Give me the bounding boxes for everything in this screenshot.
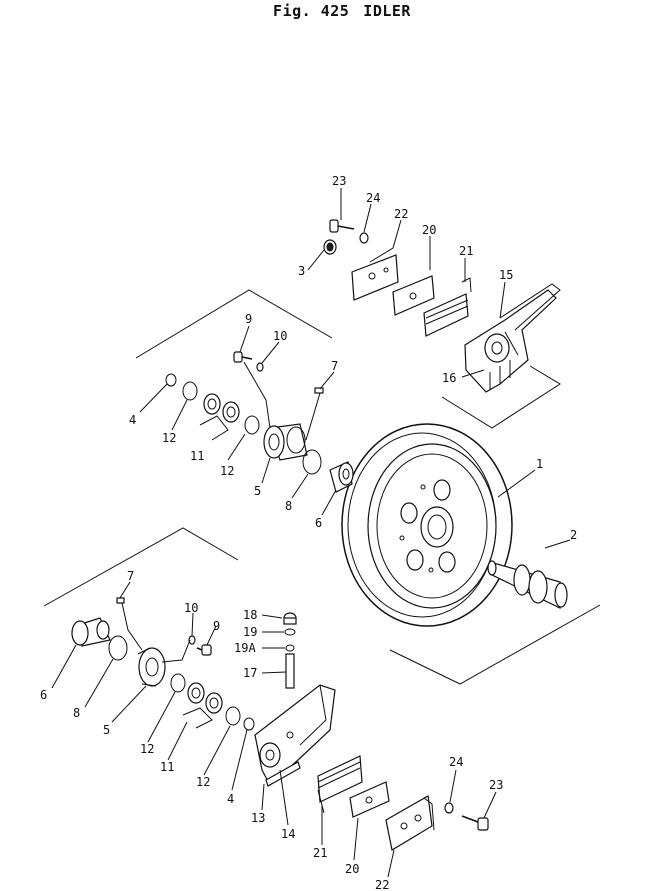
label-14: 14 (281, 827, 295, 841)
upper-bracket-22 (351, 254, 399, 301)
label-20-upper: 20 (422, 223, 436, 237)
upper-washer-24 (359, 232, 369, 244)
figure-title: Fig. 425 IDLER (0, 2, 670, 20)
label-12-upper-left: 12 (162, 431, 176, 445)
lower-bolt-9 (196, 644, 212, 656)
lower-ring-12-inner (225, 706, 241, 726)
label-9-lower: 9 (213, 619, 220, 633)
label-1: 1 (536, 457, 543, 471)
nut-18 (283, 612, 297, 625)
lower-pin-7 (116, 597, 125, 604)
lower-bracket-22 (385, 795, 435, 851)
label-11-lower: 11 (160, 760, 174, 774)
label-8-upper: 8 (285, 499, 292, 513)
lower-shim-21 (317, 755, 363, 814)
label-4-lower: 4 (227, 792, 234, 806)
upper-ring-12-outer (182, 381, 198, 401)
lower-plate-20 (349, 781, 390, 818)
reference-frames (43, 289, 601, 685)
washer-19A (285, 644, 295, 652)
label-18: 18 (243, 608, 257, 622)
lower-ring-4 (243, 717, 255, 731)
label-10-upper: 10 (273, 329, 287, 343)
label-2: 2 (570, 528, 577, 542)
upper-seal-11 (199, 393, 240, 441)
leader-lines (51, 188, 571, 878)
label-12-upper-right: 12 (220, 464, 234, 478)
label-5-lower: 5 (103, 723, 110, 737)
upper-shim-21 (423, 277, 472, 337)
washer-19 (284, 628, 296, 636)
upper-ring-4 (165, 373, 177, 387)
label-4-upper: 4 (129, 413, 136, 427)
label-15: 15 (499, 268, 513, 282)
upper-bolt-9 (233, 351, 253, 363)
lower-oring-8 (108, 635, 128, 661)
label-3: 3 (298, 264, 305, 278)
upper-bolt-23 (329, 219, 355, 233)
upper-nut-3 (323, 239, 337, 255)
label-23-lower: 23 (489, 778, 503, 792)
upper-pin-7 (314, 387, 324, 394)
label-19: 19 (243, 625, 257, 639)
label-9-upper: 9 (245, 312, 252, 326)
lower-bolt-23 (461, 815, 489, 831)
upper-oring-8 (302, 449, 322, 475)
label-12-lower-left: 12 (140, 742, 154, 756)
upper-bushing-6 (329, 461, 354, 493)
label-21-upper: 21 (459, 244, 473, 258)
idler-wheel (341, 423, 513, 627)
label-10-lower: 10 (184, 601, 198, 615)
label-7-lower: 7 (127, 569, 134, 583)
figure-number: Fig. 425 (273, 2, 350, 20)
lower-bushing-6 (71, 617, 111, 647)
lower-ring-12-outer (170, 673, 186, 693)
lower-washer-24 (444, 802, 454, 814)
upper-plate-20 (392, 275, 435, 316)
upper-ring-12-inner (244, 415, 260, 435)
upper-support-15-16 (464, 283, 561, 393)
label-24-upper: 24 (366, 191, 380, 205)
label-16: 16 (442, 371, 456, 385)
label-23-upper: 23 (332, 174, 346, 188)
label-22-lower: 22 (375, 878, 389, 891)
label-21-lower: 21 (313, 846, 327, 860)
label-6-upper: 6 (315, 516, 322, 530)
lower-support-13-14 (254, 684, 336, 787)
label-24-lower: 24 (449, 755, 463, 769)
label-8-lower: 8 (73, 706, 80, 720)
label-17: 17 (243, 666, 257, 680)
label-12-lower-right: 12 (196, 775, 210, 789)
stud-17 (285, 653, 295, 689)
label-6-lower: 6 (40, 688, 47, 702)
part-labels: 23 24 22 20 21 3 15 16 9 10 7 4 12 11 12… (40, 174, 577, 891)
label-5-upper: 5 (254, 484, 261, 498)
upper-collar-5 (263, 423, 308, 461)
idler-shaft (487, 560, 568, 609)
lower-collar-5 (137, 647, 166, 687)
label-22-upper: 22 (394, 207, 408, 221)
label-20-lower: 20 (345, 862, 359, 876)
lower-seal-11 (182, 682, 223, 729)
label-7-upper: 7 (331, 359, 338, 373)
figure-name: IDLER (363, 2, 411, 20)
label-19A: 19A (234, 641, 256, 655)
upper-washer-10 (256, 362, 264, 372)
label-13: 13 (251, 811, 265, 825)
label-11-upper: 11 (190, 449, 204, 463)
